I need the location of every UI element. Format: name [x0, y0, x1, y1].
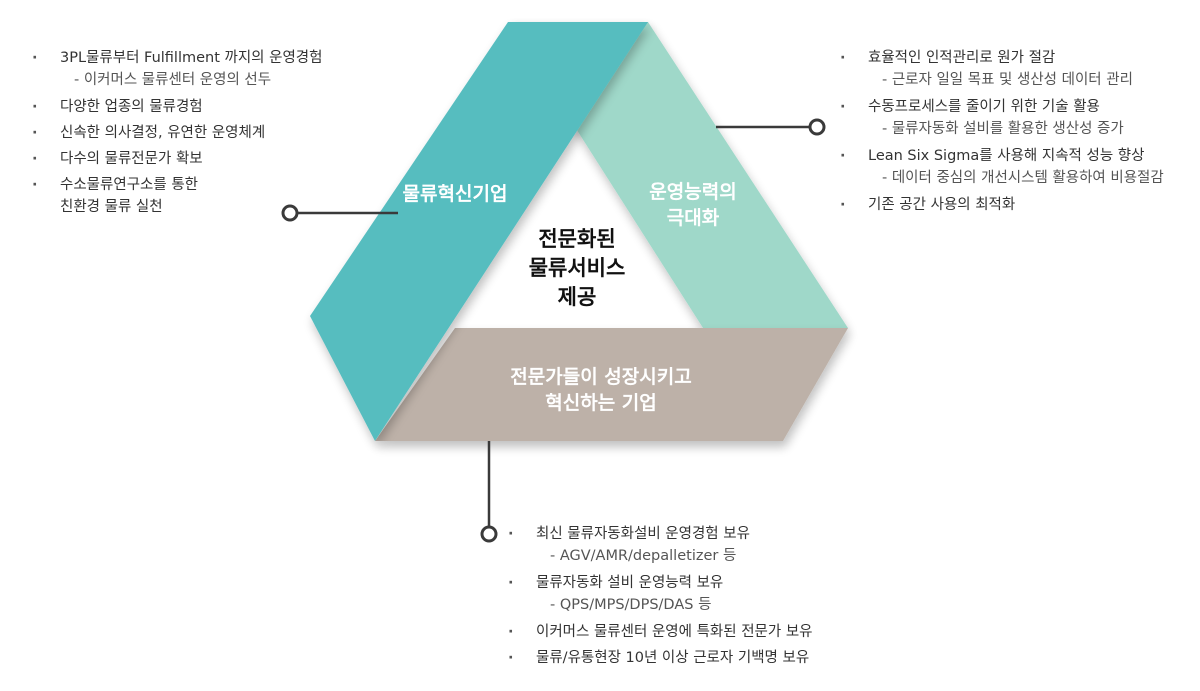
list-item-continuation: 친환경 물류 실천: [60, 199, 163, 215]
list-subitem: - 근로자 일일 목표 및 생산성 데이터 관리: [882, 72, 1133, 88]
list-subitem: - 이커머스 물류센터 운영의 선두: [74, 72, 272, 88]
right-band-label-line2: 극대화: [667, 207, 720, 229]
bottom-feature-list: 최신 물류자동화설비 운영경험 보유 - AGV/AMR/depalletize…: [508, 524, 813, 674]
left-connector: [281, 204, 398, 222]
bottom-band-label-line1: 전문가들이 성장시키고: [510, 366, 691, 388]
list-item: 수소물류연구소를 통한: [32, 175, 323, 195]
list-item: 이커머스 물류센터 운영에 특화된 전문가 보유: [508, 622, 813, 642]
left-band-label: 물류혁신기업: [403, 183, 508, 205]
center-label-line3: 제공: [558, 285, 597, 309]
list-subitem: - QPS/MPS/DPS/DAS 등: [550, 597, 712, 613]
list-item: 효율적인 인적관리로 원가 절감: [840, 48, 1164, 68]
right-connector: [716, 118, 826, 136]
right-band-label-line1: 운영능력의: [649, 181, 736, 203]
bottom-band: [375, 328, 848, 441]
list-item: 최신 물류자동화설비 운영경험 보유: [508, 524, 813, 544]
list-item: 다수의 물류전문가 확보: [32, 149, 323, 169]
list-item: 물류/유통현장 10년 이상 근로자 기백명 보유: [508, 648, 813, 668]
list-subitem: - AGV/AMR/depalletizer 등: [550, 548, 737, 564]
left-band: [310, 22, 648, 441]
list-item: 수동프로세스를 줄이기 위한 기술 활용: [840, 97, 1164, 117]
left-feature-list: 3PL물류부터 Fulfillment 까지의 운영경험 - 이커머스 물류센터…: [32, 48, 323, 223]
list-item: 3PL물류부터 Fulfillment 까지의 운영경험: [32, 48, 323, 68]
bottom-band-label-line2: 혁신하는 기업: [545, 392, 657, 414]
list-subitem: - 데이터 중심의 개선시스템 활용하여 비용절감: [882, 170, 1164, 186]
list-item: 다양한 업종의 물류경험: [32, 97, 323, 117]
center-label-line1: 전문화된: [538, 227, 615, 251]
list-item: 기존 공간 사용의 최적화: [840, 195, 1164, 215]
list-item: 물류자동화 설비 운영능력 보유: [508, 573, 813, 593]
list-item: 신속한 의사결정, 유연한 운영체계: [32, 123, 323, 143]
list-subitem: - 물류자동화 설비를 활용한 생산성 증가: [882, 121, 1124, 137]
list-item: Lean Six Sigma를 사용해 지속적 성능 향상: [840, 146, 1164, 166]
center-label-line2: 물류서비스: [529, 256, 626, 280]
right-feature-list: 효율적인 인적관리로 원가 절감 - 근로자 일일 목표 및 생산성 데이터 관…: [840, 48, 1164, 221]
bottom-connector: [480, 441, 498, 543]
